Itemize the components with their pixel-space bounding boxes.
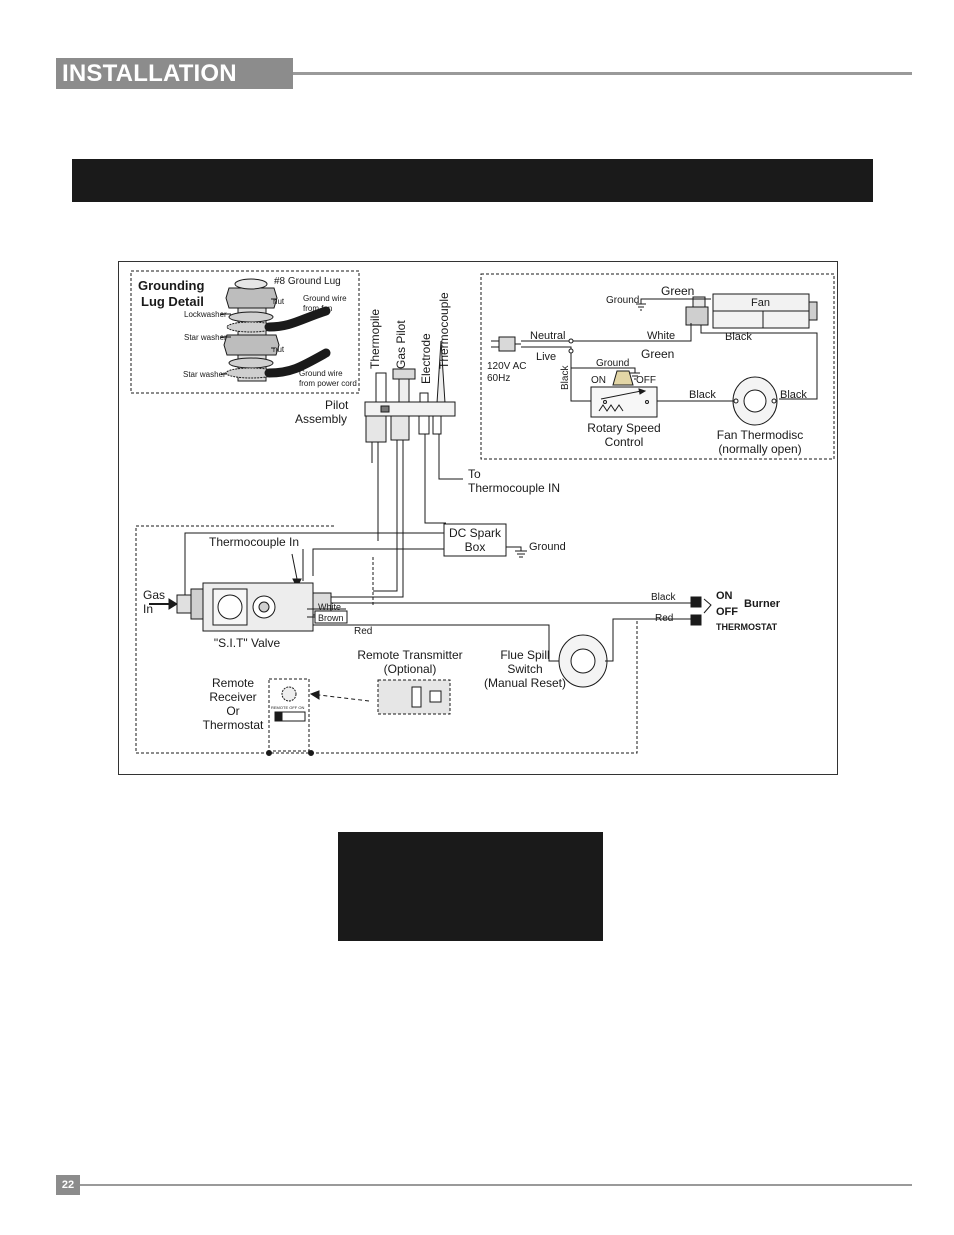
on-label: ON (591, 375, 606, 386)
wiring-diagram-svg: Grounding Lug Detail #8 Ground Lug nut n… (130, 270, 835, 756)
burner-label: Burner (744, 598, 781, 610)
switch-off-label: OFF (716, 606, 738, 618)
fan-label: Fan (751, 297, 770, 309)
gas-pilot-label: Gas Pilot (394, 320, 408, 369)
nut-top-label: nut (273, 297, 285, 306)
diagram-title-bar (72, 159, 873, 202)
black-left-label: Black (689, 389, 716, 401)
grounding-title-2: Lug Detail (141, 294, 204, 309)
live-label: Live (536, 351, 556, 363)
receiver-small-label: REMOTE OFF ON (271, 705, 304, 710)
valve-name-label: "S.I.T" Valve (214, 636, 281, 650)
thermopile-label: Thermopile (368, 309, 382, 369)
spark-ground-label: Ground (529, 541, 566, 553)
wire-fan-label-1: Ground wire (303, 294, 347, 303)
off-label: OFF (636, 375, 656, 386)
brown-valve-label: Brown (318, 613, 344, 623)
green-top-label: Green (661, 284, 694, 298)
switch-on-label: ON (716, 590, 733, 602)
nut-bottom-label: nut (273, 345, 285, 354)
to-tc-label-1: To (468, 467, 481, 481)
valve-circuit (135, 523, 712, 756)
grounding-lug-detail (130, 270, 360, 394)
wire-cord-label-2: from power cord (299, 379, 357, 388)
pilot-assembly-label-1: Pilot (325, 398, 349, 412)
thermodisc-label-1: Fan Thermodisc (717, 428, 803, 442)
neutral-label: Neutral (530, 330, 565, 342)
section-title: INSTALLATION (56, 58, 293, 89)
wire-cord-label-1: Ground wire (299, 369, 343, 378)
receiver-label-3: Or (226, 704, 239, 718)
fan-circuit (480, 273, 835, 460)
black-thermostat-label: Black (651, 592, 676, 603)
black-vertical-label: Black (560, 365, 571, 390)
receiver-label-2: Receiver (209, 690, 256, 704)
thermodisc-label-2: (normally open) (718, 442, 801, 456)
electrode-label: Electrode (419, 333, 433, 384)
flue-label-1: Flue Spill (500, 648, 549, 662)
red-valve-label: Red (354, 626, 372, 637)
transmitter-label-2: (Optional) (384, 662, 437, 676)
thermocouple-label: Thermocouple (437, 292, 451, 369)
spark-box-label-1: DC Spark (449, 526, 502, 540)
wire-fan-label-2: from fan (303, 304, 332, 313)
flue-label-2: Switch (507, 662, 542, 676)
notice-box (338, 832, 603, 941)
black-right-label: Black (780, 389, 807, 401)
page-number: 22 (56, 1175, 80, 1195)
supply-label-1: 120V AC (487, 361, 526, 372)
transmitter-label-1: Remote Transmitter (357, 648, 462, 662)
header-rule (293, 72, 912, 75)
grounding-title-1: Grounding (138, 278, 204, 293)
pilot-assembly-label-2: Assembly (295, 412, 347, 426)
receiver-label-4: Thermostat (203, 718, 264, 732)
spark-box-label-2: Box (465, 540, 486, 554)
lockwasher-label: Lockwasher (184, 310, 227, 319)
star-washer-top-label: Star washer (184, 333, 227, 342)
white-valve-label: White (318, 602, 341, 612)
rotary-label-2: Control (605, 435, 644, 449)
to-tc-label-2: Thermocouple IN (468, 481, 560, 495)
flue-label-3: (Manual Reset) (484, 676, 566, 690)
green-mid-label: Green (641, 347, 674, 361)
white-label: White (647, 330, 675, 342)
black-fan-label: Black (725, 331, 752, 343)
rotary-label-1: Rotary Speed (587, 421, 660, 435)
pilot-assembly (331, 340, 463, 598)
star-washer-bottom-label: Star washer (183, 370, 226, 379)
wiring-diagram: Grounding Lug Detail #8 Ground Lug nut n… (118, 261, 838, 775)
gas-in-label-2: In (143, 602, 153, 616)
gas-in-label-1: Gas (143, 588, 165, 602)
tc-in-label: Thermocouple In (209, 535, 299, 549)
footer-rule (80, 1184, 912, 1186)
receiver-label-1: Remote (212, 676, 254, 690)
thermostat-label: THERMOSTAT (716, 622, 778, 632)
supply-label-2: 60Hz (487, 373, 510, 384)
ground-top-label: Ground (606, 295, 639, 306)
ground-mid-label: Ground (596, 358, 629, 369)
ground-lug-label: #8 Ground Lug (274, 276, 341, 287)
red-switch-label: Red (655, 613, 673, 624)
